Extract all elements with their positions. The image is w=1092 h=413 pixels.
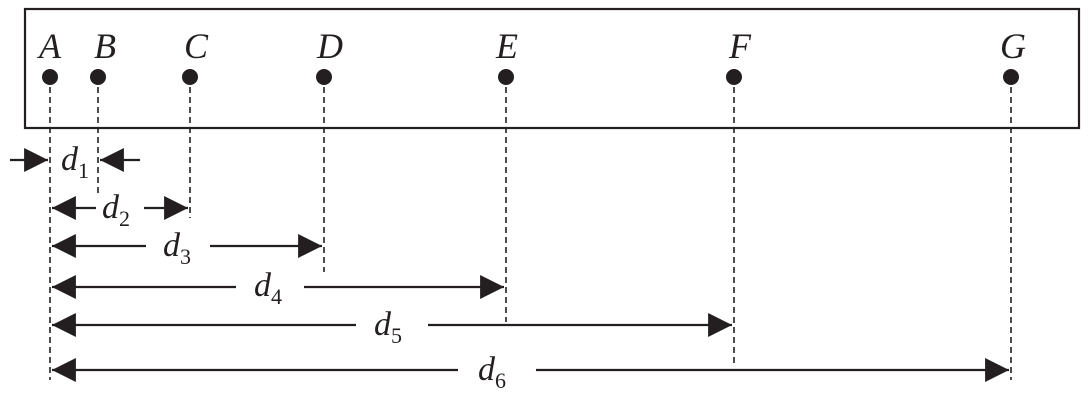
d1-label: d1: [61, 141, 89, 183]
point-B: B: [90, 26, 116, 196]
point-label-G: G: [1000, 26, 1026, 66]
dimension-d4: d4: [51, 267, 505, 309]
point-label-F: F: [728, 26, 752, 66]
tape-strip: [23, 7, 1081, 130]
point-label-C: C: [184, 26, 209, 66]
d3-label: d3: [163, 227, 191, 269]
dot-A: [42, 69, 58, 85]
point-C: C: [182, 26, 209, 218]
dot-E: [498, 69, 514, 85]
point-E: E: [495, 26, 518, 322]
dimension-d1: d1: [10, 141, 140, 183]
dot-C: [182, 69, 198, 85]
dot-B: [90, 69, 106, 85]
point-F: F: [726, 26, 752, 364]
d6-label: d6: [478, 351, 506, 393]
point-A: A: [37, 26, 62, 380]
dimension-d2: d2: [51, 189, 189, 231]
d4-label: d4: [254, 267, 282, 309]
d5-label: d5: [374, 306, 402, 348]
dot-G: [1003, 69, 1019, 85]
dimension-d6: d6: [51, 351, 1010, 393]
point-label-D: D: [316, 26, 343, 66]
point-D: D: [316, 26, 343, 272]
point-label-A: A: [37, 26, 62, 66]
d2-label: d2: [102, 189, 130, 231]
dot-D: [316, 69, 332, 85]
point-G: G: [1000, 26, 1026, 380]
point-label-E: E: [495, 26, 518, 66]
dimension-d3: d3: [51, 227, 323, 269]
dimension-d5: d5: [51, 306, 733, 348]
dot-F: [726, 69, 742, 85]
point-label-B: B: [94, 26, 116, 66]
